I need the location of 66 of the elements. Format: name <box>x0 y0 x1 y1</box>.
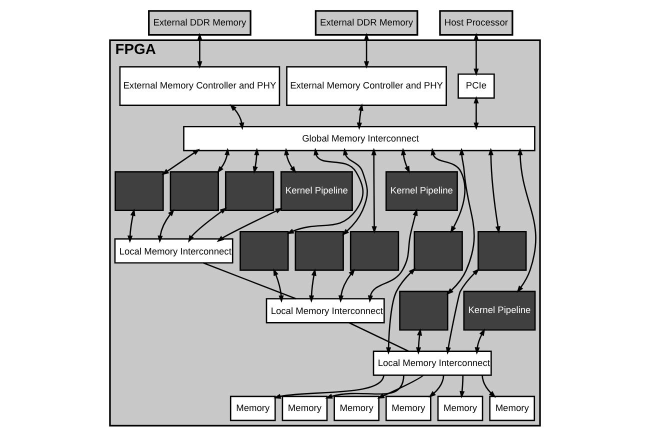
node-box: Kernel Pipeline <box>385 171 458 212</box>
node-box <box>240 230 289 271</box>
arrow <box>216 148 230 174</box>
node-box <box>114 171 164 212</box>
node-box <box>350 230 400 271</box>
node-box: Local Memory Interconnect <box>114 238 234 264</box>
arrow <box>342 148 368 236</box>
arrow <box>128 208 136 243</box>
arrow <box>488 148 500 234</box>
arrow <box>325 374 404 399</box>
node-box <box>224 171 274 212</box>
arrow <box>416 328 422 355</box>
node-box: External Memory Controller and PHY <box>286 66 447 106</box>
arrow <box>308 268 316 303</box>
node-box: PCIe <box>458 73 495 99</box>
arrow <box>197 32 202 69</box>
node-box: Global Memory Interconnect <box>183 126 536 152</box>
node-box <box>294 230 344 271</box>
arrow <box>400 148 410 174</box>
node-box: Kernel Pipeline <box>463 290 536 331</box>
connector <box>202 262 296 300</box>
node-box <box>414 230 463 271</box>
node-box: Memory <box>385 396 432 422</box>
arrow <box>474 32 479 76</box>
node-box: Local Memory Interconnect <box>372 350 492 376</box>
arrow <box>273 374 384 399</box>
node-box: Host Processor <box>439 10 514 36</box>
arrow <box>364 32 370 69</box>
node-box <box>170 171 219 212</box>
node-box: Local Memory Interconnect <box>266 298 385 324</box>
node-box: External DDR Memory <box>314 10 418 36</box>
node-box: Memory <box>489 396 536 422</box>
arrow <box>284 148 296 174</box>
arrow <box>158 208 175 243</box>
arrow <box>162 148 200 176</box>
node-box: Memory <box>437 396 484 422</box>
arrow <box>252 148 260 174</box>
node-box <box>399 290 448 331</box>
arrow <box>188 207 228 243</box>
arrow <box>386 268 416 355</box>
node-box: Memory <box>334 396 380 422</box>
arrow <box>516 148 536 293</box>
arrow <box>338 268 356 303</box>
node-box: External Memory Controller and PHY <box>119 66 280 106</box>
node-box: Memory <box>230 396 276 422</box>
arrow <box>446 148 475 295</box>
connector <box>348 322 409 352</box>
arrow <box>273 268 284 303</box>
arrow <box>230 104 244 130</box>
arrow <box>430 148 466 234</box>
arrow <box>482 374 496 398</box>
arrow <box>474 328 486 355</box>
arrow <box>446 268 480 355</box>
arrow <box>460 374 465 398</box>
arrow <box>474 96 479 130</box>
node-box <box>478 230 527 271</box>
arrow <box>371 148 377 234</box>
node-box: External DDR Memory <box>148 10 252 36</box>
arrow <box>286 148 364 234</box>
node-box: Memory <box>282 396 328 422</box>
arrow <box>356 104 364 130</box>
arrow <box>428 374 444 398</box>
arrow <box>368 208 418 303</box>
arrow <box>377 374 424 399</box>
node-box: Kernel Pipeline <box>280 171 353 212</box>
arrow <box>216 208 283 242</box>
